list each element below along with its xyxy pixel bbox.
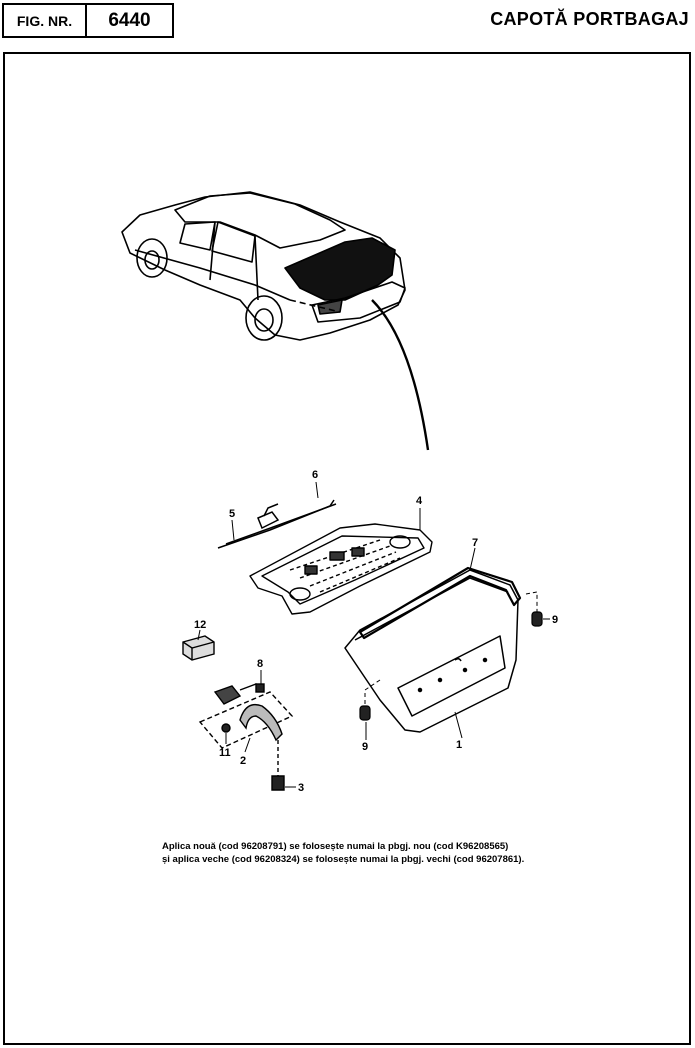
page-title: CAPOTĂ PORTBAGAJ [490,9,689,29]
figure-label: FIG. NR. [4,5,87,36]
callout-6: 6 [312,469,318,481]
diagram-frame [3,52,691,1045]
callout-3: 3 [298,782,304,794]
rubber-bumper-left [359,705,371,721]
note-line-2: și aplica veche (cod 96208324) se folose… [162,854,525,865]
figure-number: 6440 [108,9,151,31]
trunk-lid [344,566,522,733]
callout-9-right: 9 [552,614,558,626]
note-line-1: Aplica nouă (cod 96208791) se folosește … [162,841,509,852]
latch-block [182,635,215,661]
support-rod [217,499,337,549]
callout-12: 12 [194,619,206,631]
callout-8: 8 [257,658,263,670]
callout-1: 1 [456,739,462,751]
car-illustration [121,191,430,451]
callout-7: 7 [472,537,478,549]
rear-shelf-panel [249,523,433,615]
callout-2: 2 [240,755,246,767]
rubber-bumper-right [531,611,543,627]
leader-lines [197,481,550,788]
parts-note: Aplica nouă (cod 96208791) se folosește … [162,840,602,866]
callout-9-left: 9 [362,741,368,753]
hinge-assembly [198,683,294,791]
callout-11: 11 [219,747,231,759]
callout-4: 4 [416,495,423,507]
callout-5: 5 [229,508,235,520]
figure-number-box: FIG. NR. 6440 [2,3,174,38]
